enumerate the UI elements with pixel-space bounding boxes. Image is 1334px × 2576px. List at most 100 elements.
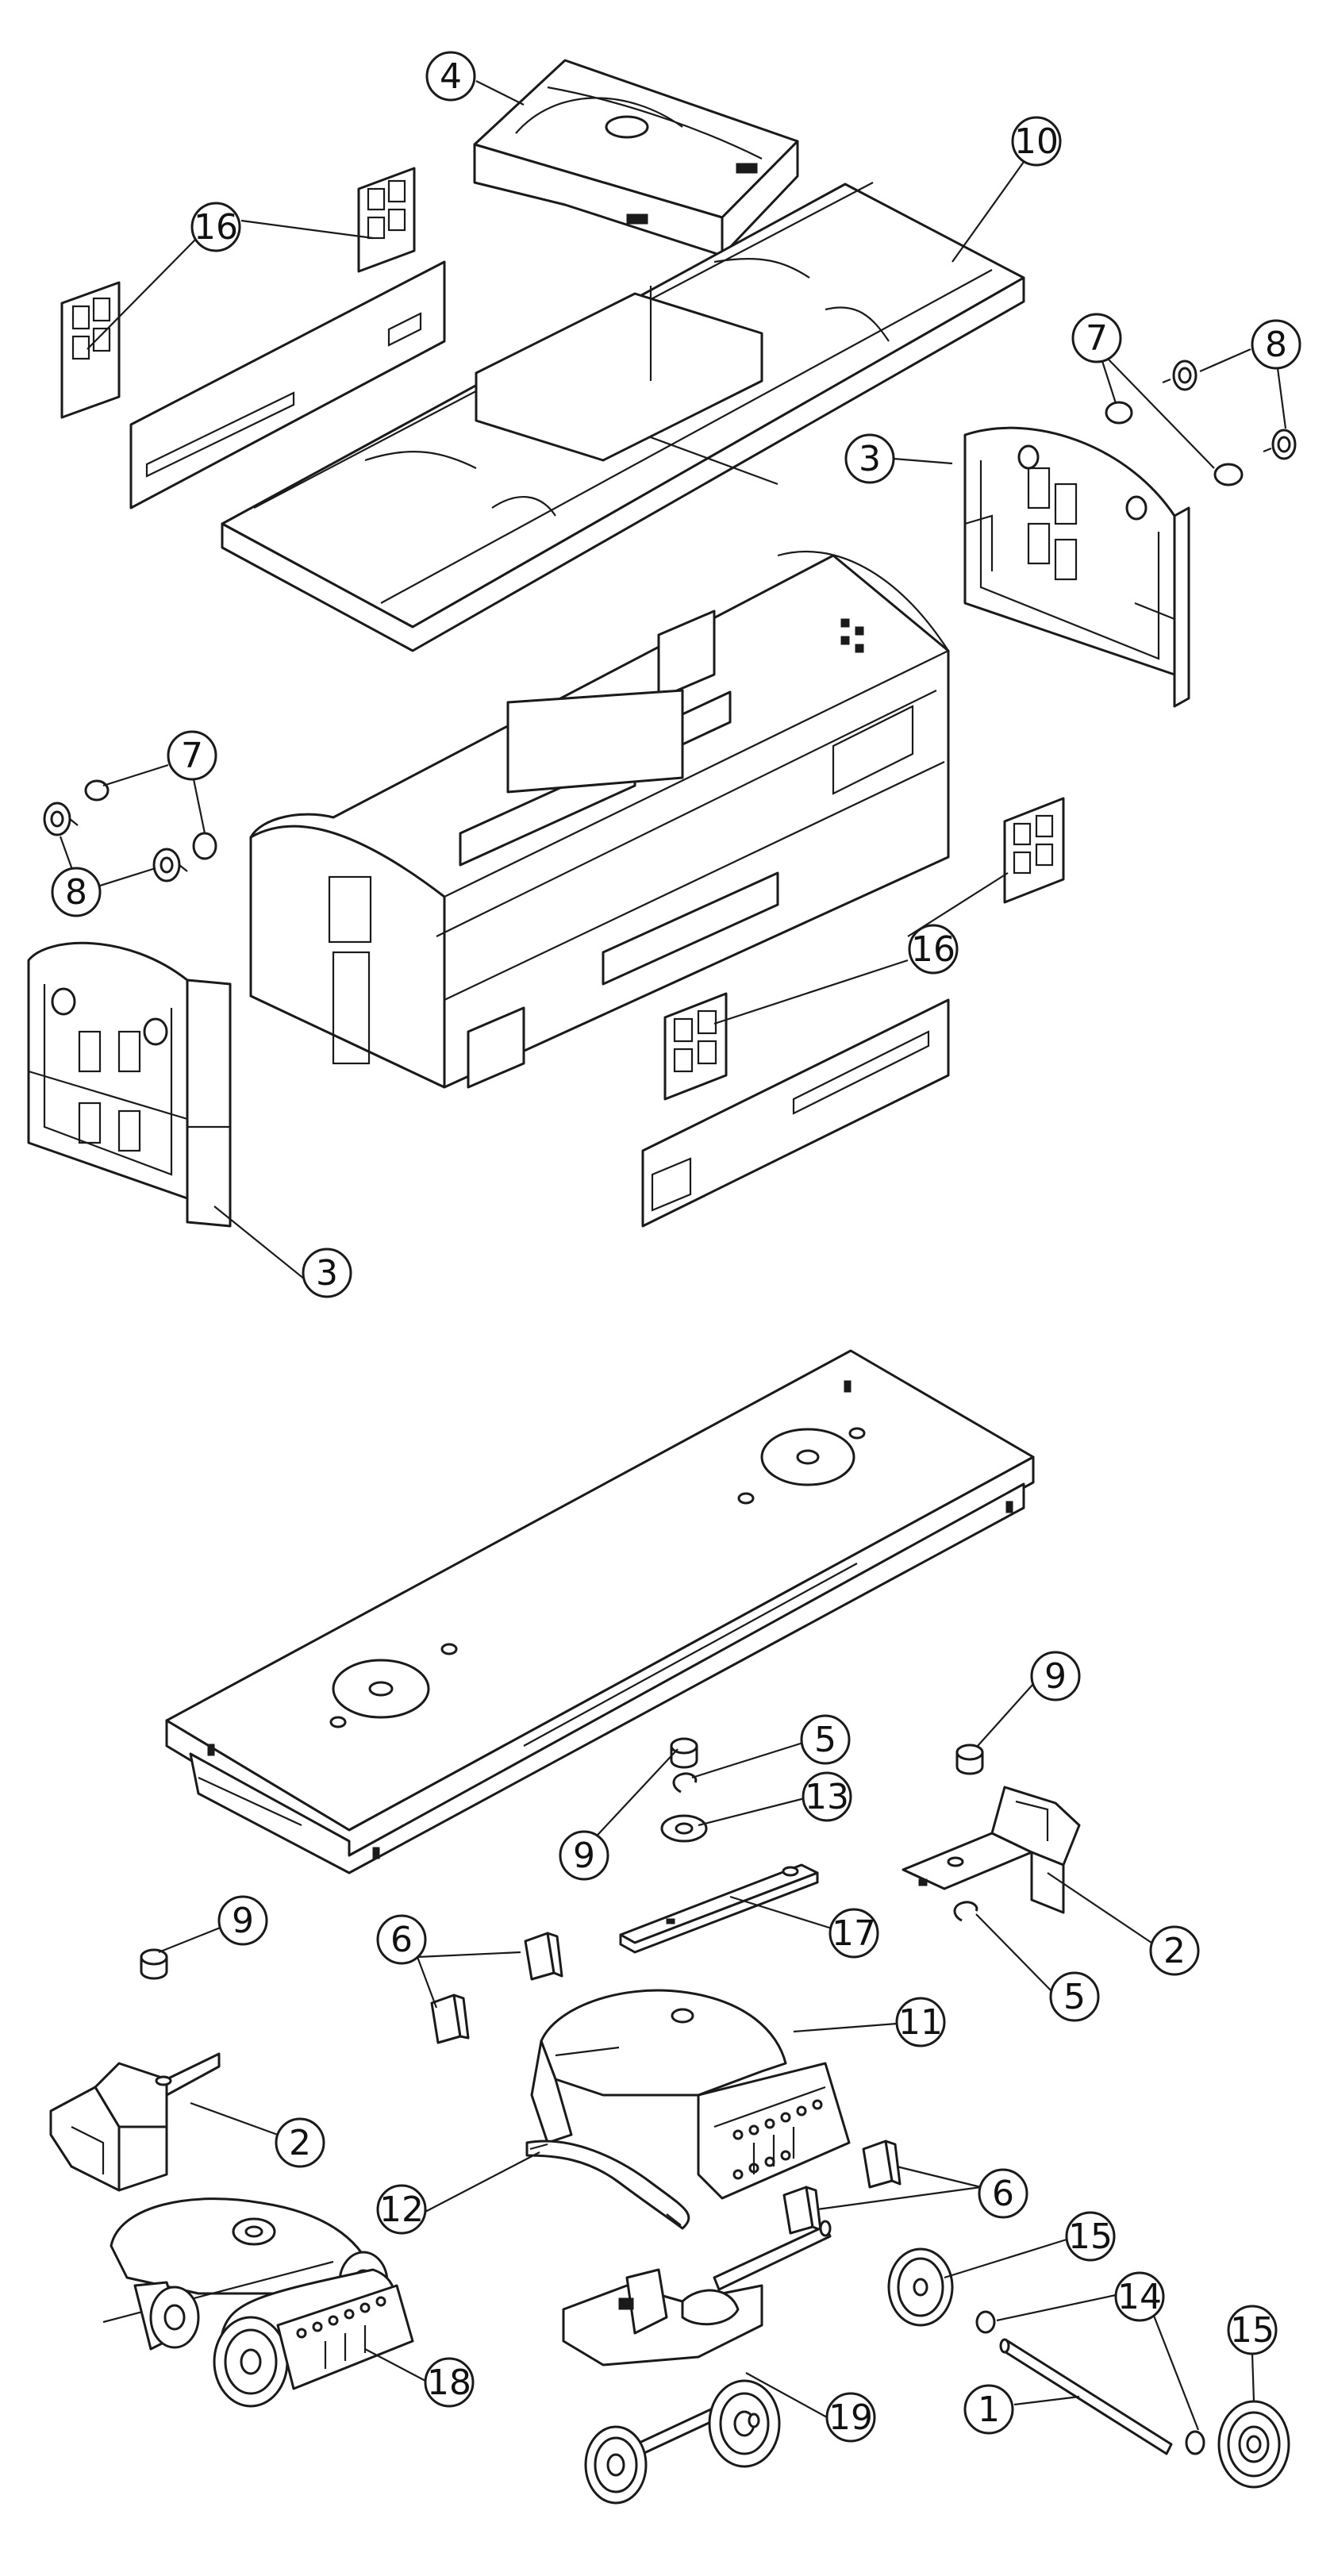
callout-15-upper: 15 [1065,2211,1116,2262]
svg-text:9: 9 [232,1901,254,1941]
svg-text:2: 2 [289,2123,311,2163]
callout-19: 19 [825,2392,876,2443]
svg-text:3: 3 [316,1253,338,1294]
callout-5-upper: 5 [800,1714,851,1765]
axle-part [999,2338,1173,2455]
callouts: 4 10 16 7 8 3 7 8 16 3 9 5 13 9 2 5 17 9… [51,51,1301,2443]
svg-text:12: 12 [379,2190,424,2230]
body-shell-part [249,550,950,1089]
clip-part-2 [953,1901,978,1922]
side-window-part [60,281,121,419]
spring-clip-part-2 [524,1932,563,1981]
plug-part-2 [955,1744,984,1775]
callout-4: 4 [425,51,476,102]
svg-text:16: 16 [194,207,238,248]
svg-text:16: 16 [911,929,955,970]
svg-text:8: 8 [1265,325,1287,365]
lamp-lens-part-2 [1213,463,1244,486]
lamp-housing-part-4 [152,848,188,882]
roof-hatch-part [473,59,799,257]
svg-text:9: 9 [1044,1656,1067,1697]
callout-9-left: 9 [217,1895,268,1946]
callout-16: 16 [190,202,241,252]
callout-13: 13 [802,1771,852,1822]
svg-text:7: 7 [181,736,203,776]
callout-8: 8 [1251,319,1301,370]
washer-part [660,1814,708,1843]
leader-lines [59,80,1287,2431]
lamp-lens-part [1105,401,1133,425]
callout-5-lower: 5 [1049,1971,1100,2022]
wheel-part [887,2247,954,2327]
callout-11: 11 [895,1997,946,2047]
spring-clip-part-4 [782,2186,822,2235]
end-frame-part [963,426,1190,708]
washer-part-2 [975,2310,996,2334]
svg-text:15: 15 [1068,2217,1113,2257]
callout-1: 1 [963,2384,1014,2435]
svg-text:9: 9 [573,1836,595,1876]
clip-part [672,1772,698,1794]
svg-text:7: 7 [1086,318,1108,359]
spring-clip-part [430,1994,470,2044]
washer-part-3 [1185,2430,1205,2455]
svg-text:8: 8 [65,872,87,913]
callout-14: 14 [1114,2271,1165,2322]
lamp-lens-part-4 [192,832,217,860]
callout-12: 12 [376,2184,427,2235]
callout-2-left: 2 [275,2117,325,2168]
callout-6-upper: 6 [376,1914,427,1965]
callout-2-right: 2 [1149,1925,1200,1976]
svg-text:14: 14 [1117,2277,1162,2317]
plug-part-3 [140,1948,168,1980]
svg-text:19: 19 [828,2397,873,2438]
side-window-part-4 [663,992,728,1101]
wheel-part-2 [1217,2400,1290,2489]
lamp-housing-part [1162,359,1198,391]
bogie-frame-part [530,1989,851,2200]
svg-text:6: 6 [390,1920,413,1960]
callout-18: 18 [424,2357,475,2408]
axle-assembly-part [562,2220,832,2505]
lamp-housing-part-3 [43,802,79,836]
callout-16-lower: 16 [908,924,959,975]
end-frame-part-2 [27,941,232,1228]
svg-text:10: 10 [1014,121,1059,162]
svg-text:5: 5 [814,1720,836,1760]
callout-7: 7 [1071,313,1122,363]
callout-15-lower: 15 [1227,2305,1278,2355]
callout-7-left: 7 [167,730,217,781]
svg-text:11: 11 [898,2002,943,2043]
svg-text:13: 13 [805,1777,849,1817]
leaf-spring-part [525,2140,690,2230]
svg-text:2: 2 [1163,1931,1186,1971]
side-window-part-3 [1003,797,1065,904]
callout-9-center: 9 [559,1830,609,1881]
svg-text:3: 3 [859,439,881,479]
callout-9-right: 9 [1030,1651,1081,1701]
callout-3: 3 [844,433,895,484]
side-window-part-2 [357,167,416,273]
svg-text:18: 18 [427,2363,471,2403]
coupler-part-2 [49,2052,221,2192]
svg-text:5: 5 [1063,1977,1086,2017]
side-strip-part [129,260,446,509]
callout-10: 10 [1011,116,1062,167]
svg-text:1: 1 [978,2390,1000,2430]
callout-3-lower: 3 [302,1248,352,1298]
roof-panel-part [221,182,1025,652]
callout-17: 17 [828,1908,879,1959]
lamp-housing-part-2 [1263,429,1297,460]
callout-6-lower: 6 [978,2168,1028,2219]
svg-text:17: 17 [832,1913,876,1954]
callout-8-left: 8 [51,867,102,917]
chassis-floor-part [165,1349,1035,1874]
svg-text:4: 4 [440,56,462,97]
spring-clip-part-3 [862,2140,902,2189]
bar-part [619,1863,819,1954]
assembled-bogie-part [102,2197,414,2408]
svg-text:15: 15 [1230,2310,1274,2351]
side-strip-part-2 [641,998,950,1228]
lamp-lens-part-3 [84,779,110,802]
